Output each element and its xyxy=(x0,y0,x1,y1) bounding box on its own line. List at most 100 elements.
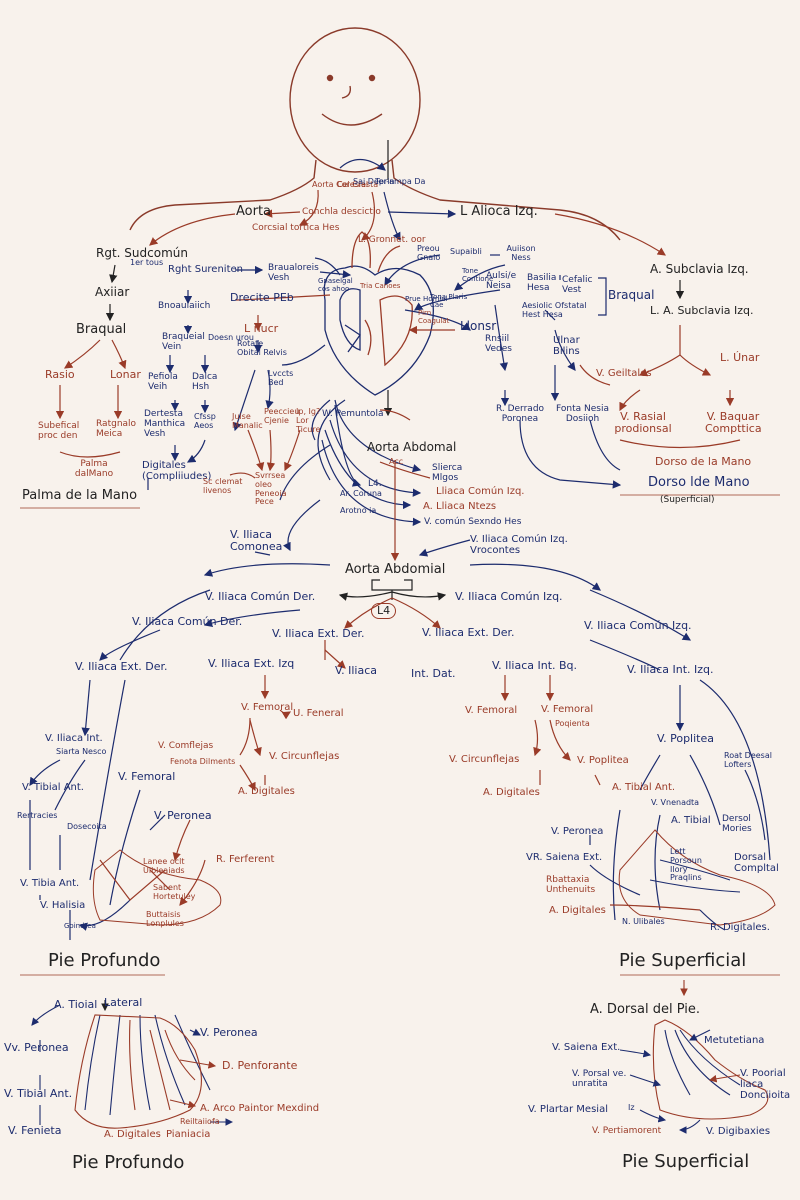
title-pie-profundo: Pie Profundo xyxy=(48,950,161,971)
label: Rgt. Sudcomún xyxy=(96,246,188,260)
label: Pirn Coagulat xyxy=(418,309,450,325)
label: V. Rasial prodionsal xyxy=(614,410,672,436)
label: Ar. Coruna xyxy=(340,489,382,498)
label: Llonsr xyxy=(460,319,497,333)
label: V. Plartar Mesial xyxy=(528,1104,608,1115)
label: Corcsial tortica Hes xyxy=(252,223,340,233)
label: A. Digitales xyxy=(238,786,295,797)
label: V. Iliaca Ext. Der. xyxy=(272,627,365,640)
left-shoulder xyxy=(391,159,621,241)
label: Dersol Mories xyxy=(722,814,752,834)
title-pie-superficial-2: Pie Superficial xyxy=(622,1151,750,1172)
label: Lliaca Común Izq. xyxy=(436,486,525,497)
label: Tria Canoes xyxy=(360,282,401,290)
label: V. Iliaca Común Izq. xyxy=(455,590,563,603)
label: V. Saiena Ext. xyxy=(552,1042,621,1053)
label: Sabent Hortetuley xyxy=(153,883,196,901)
label: A. Tibial Ant. xyxy=(612,782,676,793)
foot-right-drawing xyxy=(619,980,769,1134)
label: D. Penforante xyxy=(222,1059,298,1072)
label: V. Baquar Compttica xyxy=(705,410,762,436)
label: A. Digitales xyxy=(104,1129,161,1140)
label: V. Fenieta xyxy=(8,1124,62,1137)
label: Prue Homial xyxy=(405,295,448,303)
label: Fenota Dilments xyxy=(170,757,236,766)
label: Subefical proc den xyxy=(38,421,80,441)
label: Cfssp Aeos xyxy=(194,412,216,430)
label: Drecite PEb xyxy=(230,291,294,304)
label: Buttaisis Lonplules xyxy=(146,910,184,928)
label: Juise Manalic xyxy=(232,412,263,430)
label: V. Femoral xyxy=(465,705,518,716)
label: V. Iliaca Ext. Der. xyxy=(75,660,168,673)
label: Basilia Hesa xyxy=(527,273,557,293)
label: Rnsiil Vedes xyxy=(485,334,512,354)
abdomen-vessels xyxy=(203,399,601,629)
label: V. Circunflejas xyxy=(269,751,340,762)
label: Braqual xyxy=(608,288,655,302)
label: V. Peronea xyxy=(551,826,604,837)
label: V. Femoral xyxy=(541,704,594,715)
label: V. Vnenadta xyxy=(651,798,700,807)
label: W. Pemuntola xyxy=(322,409,384,419)
smile xyxy=(321,113,383,126)
label: Iz xyxy=(628,1103,635,1112)
label-palma-de-la-mano: Palma de la Mano xyxy=(22,488,138,503)
label: Dorso de la Mano xyxy=(655,455,752,468)
label: V. Peronea xyxy=(154,809,212,822)
label: Ip, Ig? Lor Ticure xyxy=(296,407,321,434)
neck-vessels xyxy=(263,140,457,417)
label: Rasio xyxy=(45,368,75,381)
label: A. Subclavia Izq. xyxy=(650,262,749,276)
label: Pianiacia xyxy=(166,1129,211,1140)
label: Arotno ia xyxy=(340,506,377,515)
label: Preou Gnalo xyxy=(417,244,441,262)
label: Ter-ampa Da xyxy=(375,177,426,186)
title-pie-profundo-2: Pie Profundo xyxy=(72,1152,185,1173)
label: V. Halisia xyxy=(40,900,86,911)
label: Lonar xyxy=(110,368,141,381)
nose xyxy=(341,85,352,99)
label: Tona Plaris Cae xyxy=(430,293,468,309)
label: V. Tibial Ant. xyxy=(4,1087,73,1100)
label: A. Lliaca Ntezs xyxy=(423,501,497,512)
label: V. Femoral xyxy=(118,770,176,783)
label: R. Digitales. xyxy=(710,922,770,933)
title-pie-superficial: Pie Superficial xyxy=(619,950,747,971)
label: V. Digibaxies xyxy=(706,1126,771,1137)
label: Siarta Nesco xyxy=(56,747,107,756)
label: Acc xyxy=(389,457,404,466)
label: A. Tioial xyxy=(54,998,98,1011)
label: Cefalic Vest xyxy=(562,275,593,295)
label: V. Peronea xyxy=(200,1026,258,1039)
label: Dorsal Compltal xyxy=(734,852,779,874)
label: U. Feneral xyxy=(293,708,344,719)
label: V. Iliaca Ext. Izq xyxy=(208,657,295,670)
label: A. Arco Paintor Mexdind xyxy=(200,1103,320,1114)
label: Braqual xyxy=(76,322,127,337)
heart-drawing xyxy=(314,231,434,396)
label: V. Tibial Ant. xyxy=(22,782,84,793)
label: L Alioca Izq. xyxy=(460,204,538,219)
label: 1er tous xyxy=(130,258,164,267)
label: Lateral xyxy=(104,996,143,1009)
label: Svrrsea oleo Peneoia Pece xyxy=(255,471,287,507)
label: Conchla descictio xyxy=(302,207,381,217)
label: Aorta Abdomal xyxy=(367,440,457,454)
label: Vv. Peronea xyxy=(4,1041,69,1054)
label: Roat Deesal Lofters xyxy=(724,751,772,769)
label: V. Femoral xyxy=(241,702,294,713)
label: L. A. Subclavia Izq. xyxy=(650,304,754,317)
label-dorso-de-mano: Dorso lde Mano xyxy=(648,475,750,490)
label: V. Pertiamorent xyxy=(592,1126,662,1136)
label: V. Iliaca Ext. Der. xyxy=(422,626,515,639)
label: V. Poplitea xyxy=(657,732,714,745)
label: V. Iliaca Común Der. xyxy=(132,615,243,628)
label: Supaibli xyxy=(450,247,482,256)
label: N. Ulibales xyxy=(622,917,665,926)
right-shoulder xyxy=(129,159,317,231)
label: Peeccieu Cjenie xyxy=(264,407,300,425)
label: Lett Porsoun Ilory Praqlins xyxy=(670,847,702,883)
